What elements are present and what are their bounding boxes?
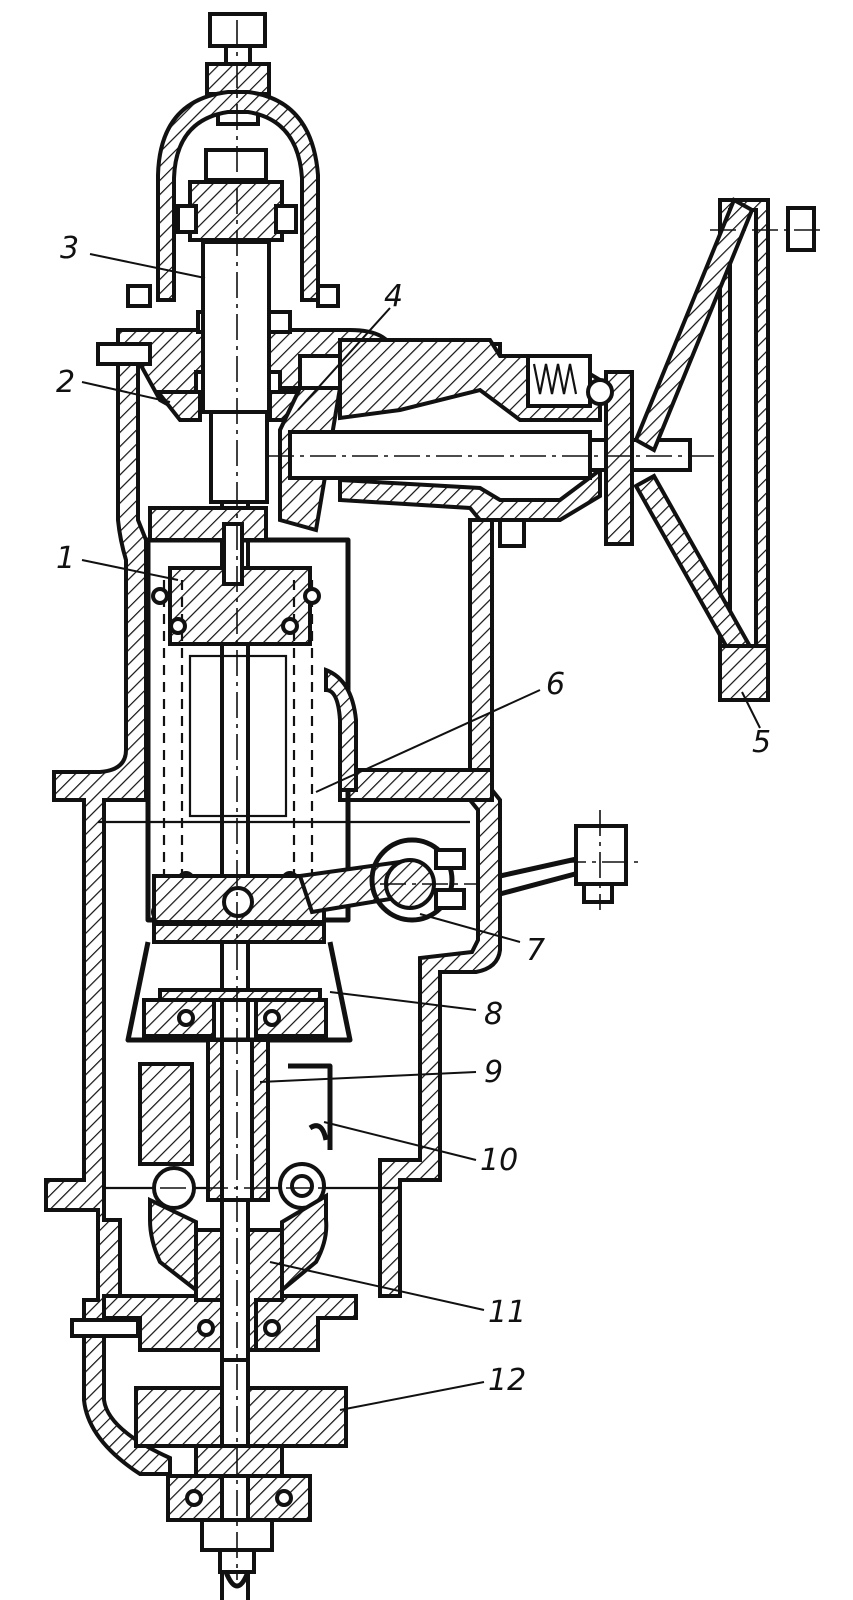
bottom-bearing-and-nut	[166, 1474, 312, 1589]
callout-6: 6	[546, 667, 565, 702]
spring-dome-cap	[126, 90, 340, 308]
callout-4: 4	[384, 279, 403, 314]
flyweight-assembly	[138, 1038, 333, 1295]
lever-and-cam	[152, 824, 628, 924]
callout-12: 12	[488, 1363, 526, 1398]
callout-9: 9	[484, 1055, 503, 1090]
lower-hub	[70, 1198, 284, 1362]
side-shaft-housing	[288, 338, 692, 548]
callout-5: 5	[752, 725, 771, 760]
callout-3: 3	[60, 231, 79, 266]
callout-labels: 1 2 3 4 5 6 7 8 9 10 11 12	[56, 231, 771, 1398]
callout-8: 8	[484, 997, 503, 1032]
callout-10: 10	[480, 1143, 518, 1178]
drive-gear	[134, 1358, 348, 1478]
callout-leaders	[81, 253, 761, 1411]
callout-11: 11	[488, 1295, 526, 1330]
handwheel	[633, 197, 816, 702]
spring-cage	[145, 506, 358, 923]
upper-nut-assembly	[176, 148, 298, 242]
clutch-cup	[125, 922, 353, 1043]
callout-1: 1	[56, 541, 75, 576]
callout-2: 2	[56, 365, 75, 400]
callout-7: 7	[526, 933, 545, 968]
center-lines	[160, 20, 820, 1580]
